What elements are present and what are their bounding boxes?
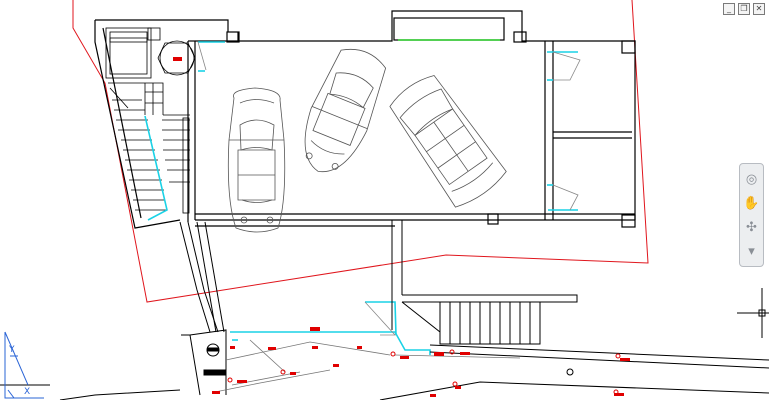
property-boundary	[72, 0, 649, 303]
car-2	[304, 48, 387, 173]
zoom-extents-icon[interactable]: ✣	[746, 219, 757, 235]
ucs-x-label: X	[24, 387, 30, 397]
restore-button[interactable]: ❐	[738, 3, 750, 15]
steering-wheel-icon[interactable]: ◎	[745, 171, 758, 187]
navigation-bar: ◎ ✋ ✣ ▾	[739, 163, 764, 267]
stairs-left	[105, 27, 196, 214]
building-walls	[94, 10, 636, 229]
minimize-button[interactable]: _	[723, 3, 735, 15]
close-button[interactable]: ✕	[753, 3, 765, 15]
cyan-openings	[144, 41, 578, 355]
door-swings	[197, 41, 581, 336]
car-1	[227, 87, 286, 233]
window-controls: _ ❐ ✕	[723, 3, 765, 15]
ucs-icon: Y X	[4, 331, 44, 399]
dimension-lines	[214, 339, 521, 393]
lower-structure	[0, 220, 769, 400]
pan-icon[interactable]: ✋	[743, 195, 760, 211]
dropdown-icon[interactable]: ▾	[748, 243, 755, 259]
car-3	[389, 75, 507, 208]
ucs-y-label: Y	[8, 345, 15, 355]
crosshair-cursor	[737, 288, 769, 338]
red-tags	[173, 57, 630, 397]
